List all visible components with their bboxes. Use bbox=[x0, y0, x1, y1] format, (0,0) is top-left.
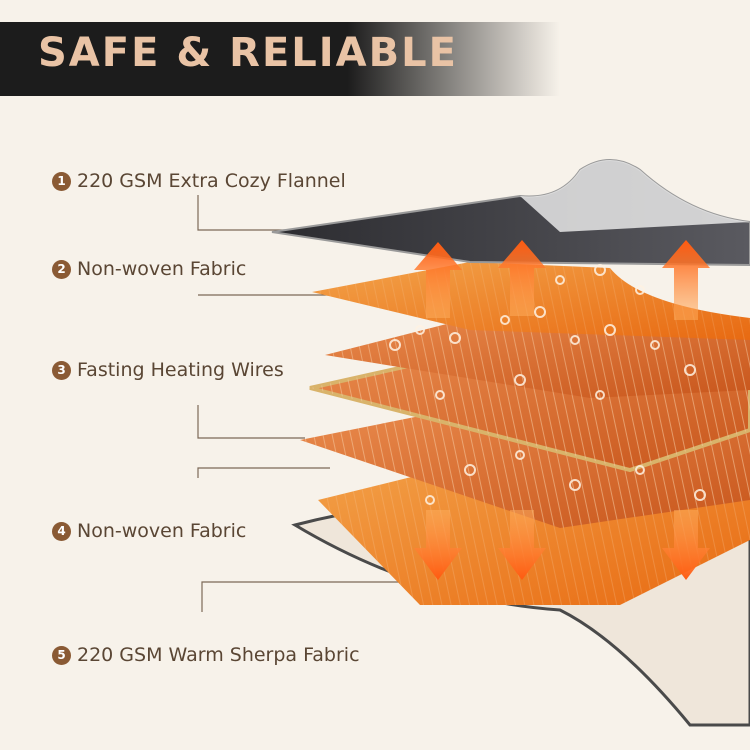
arrow-up-icon bbox=[662, 240, 710, 320]
layer-1-callout: 1 220 GSM Extra Cozy Flannel bbox=[52, 170, 346, 192]
bubbles bbox=[389, 264, 706, 505]
layer-5-callout: 5 220 GSM Warm Sherpa Fabric bbox=[52, 644, 360, 666]
layer-number-badge: 1 bbox=[52, 171, 71, 191]
arrow-down-icon bbox=[498, 510, 546, 580]
layer-2-callout: 2 Non-woven Fabric bbox=[52, 258, 246, 280]
layer-number-badge: 5 bbox=[52, 645, 71, 665]
layer-label: Fasting Heating Wires bbox=[77, 359, 284, 381]
arrow-up-icon bbox=[498, 240, 546, 316]
layer-4-callout: 4 Non-woven Fabric bbox=[52, 520, 246, 542]
layer-3-callout: 3 Fasting Heating Wires bbox=[52, 359, 284, 381]
layer-number-badge: 3 bbox=[52, 360, 71, 380]
layer-label: Non-woven Fabric bbox=[77, 258, 247, 280]
layer-label: 220 GSM Warm Sherpa Fabric bbox=[77, 644, 360, 666]
arrow-up-icon bbox=[414, 242, 462, 318]
arrow-down-icon bbox=[662, 510, 710, 580]
title-banner bbox=[0, 22, 560, 96]
layer-label: Non-woven Fabric bbox=[77, 520, 247, 542]
page-title: SAFE & RELIABLE bbox=[38, 30, 458, 76]
arrow-down-icon bbox=[414, 510, 462, 580]
layer-number-badge: 4 bbox=[52, 521, 71, 541]
layer-number-badge: 2 bbox=[52, 259, 71, 279]
layer-label: 220 GSM Extra Cozy Flannel bbox=[77, 170, 346, 192]
